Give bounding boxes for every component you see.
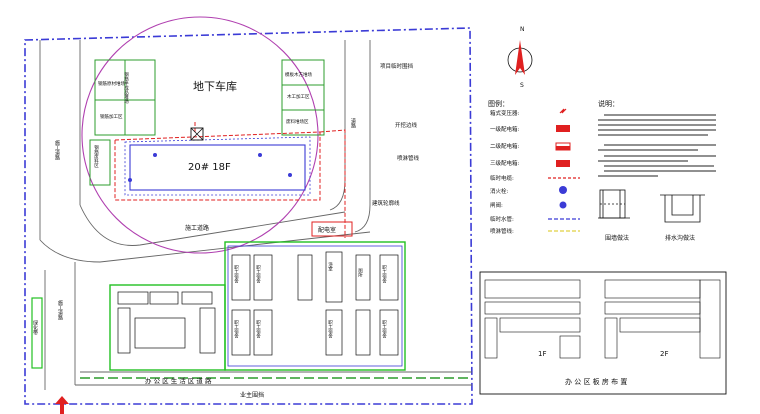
hydrant-markers [128, 153, 292, 182]
building-outline-label: 建筑轮廓线 [372, 199, 400, 207]
wood-shop-label: 木工加工区 [287, 93, 310, 100]
workshop-area-right [281, 59, 325, 136]
dorm-label-7: 职工宿舍 [328, 320, 333, 340]
legend-icons [548, 108, 580, 232]
valve-icon [559, 201, 567, 209]
drain-detail-drawing [660, 194, 705, 223]
legend-item-8: 喷淋管线: [490, 227, 514, 235]
level1-box-icon [556, 125, 570, 132]
green-belt-left [31, 297, 43, 369]
road-left2-label: 施工道路 [57, 299, 63, 321]
legend-item-2: 二级配电箱: [490, 142, 520, 150]
legend-item-6: 闸阀: [490, 201, 503, 209]
building-20-outline [129, 144, 306, 191]
living-area-fence [109, 241, 406, 371]
office-road-label: 办 公 区 生 活 区 道 路 [145, 376, 212, 385]
compass-north: N [520, 26, 525, 33]
legend-item-3: 三级配电箱: [490, 159, 520, 167]
distribution-room-label: 配电室 [318, 226, 336, 234]
owner-wall-label: 业主围挡 [240, 391, 264, 399]
dorm-label-2: 职工宿舍 [256, 265, 261, 285]
office-floor-1f: 1F [538, 350, 546, 358]
legend-item-4: 临时电缆: [490, 174, 514, 182]
dorm-blocks [117, 251, 399, 356]
building-label: 20# 18F [188, 162, 231, 173]
rebar-yard-label: 钢筋原材堆场 [98, 80, 125, 87]
legend-item-5: 消火栓: [490, 187, 509, 195]
road-left-label: 施工道路 [54, 139, 60, 161]
level2-box-fill [556, 146, 570, 150]
legend-title: 图例： [488, 99, 509, 108]
office-plan-frame [479, 271, 727, 395]
roads [39, 40, 472, 390]
dorm-label-3: 职工宿舍 [234, 320, 239, 340]
legend-item-0: 箱式变压器: [490, 109, 520, 117]
dorm-label-1: 职工宿舍 [234, 265, 239, 285]
level3-box-icon [556, 160, 570, 167]
toilet-label: 厕所 [358, 268, 363, 279]
compass-icon [507, 40, 533, 75]
workshop-area-left [89, 59, 156, 186]
road-h-label: 施工道路 [185, 224, 209, 232]
dorm-label-6: 职工宿舍 [382, 320, 387, 340]
legend-item-7: 临时水管: [490, 215, 514, 223]
office-plan-title: 办 公 区 板 房 布 置 [565, 377, 627, 386]
water-pipe-blue [124, 136, 311, 196]
road-right-label: 道路 [350, 117, 356, 129]
scrap-yard-label: 废料堆场区 [286, 118, 309, 125]
temp-cable-red [114, 120, 346, 238]
dorm-label-4: 职工宿舍 [256, 320, 261, 340]
notes-title: 说明： [598, 99, 619, 108]
distribution-room-box [311, 221, 353, 237]
compass-south: S [520, 82, 524, 89]
hydrant-icon [559, 186, 567, 194]
office-plan-rooms [484, 279, 721, 359]
fence-detail-drawing [598, 189, 630, 219]
fence-detail-label: 围墙做法 [605, 234, 629, 242]
garage-title: 地下车库 [193, 79, 237, 93]
green-belt-label: 绿化带 [32, 319, 38, 336]
entrance-arrow-icon [55, 396, 69, 414]
spray-label: 喷淋管线 [397, 154, 420, 162]
rebar-semi-label: 钢筋半成品堆场 [124, 71, 129, 105]
drain-detail-label: 排水沟做法 [665, 234, 695, 242]
tower-crane-icon [190, 127, 204, 141]
transformer-icon [559, 108, 567, 114]
dorm-label-5: 职工宿舍 [382, 265, 387, 285]
bath-label: 浴室 [328, 261, 333, 272]
site-boundary [24, 27, 473, 405]
rebar-scrap-label: 钢筋废料区 [94, 144, 99, 168]
formwork-yard-label: 模板木方堆场 [285, 71, 312, 78]
rebar-shop-label: 钢筋加工区 [100, 113, 123, 120]
temp-wall-label: 项目临时围挡 [380, 62, 414, 70]
office-floor-2f: 2F [660, 350, 668, 358]
excavation-label: 开挖边线 [395, 121, 418, 129]
legend-item-1: 一级配电箱: [490, 125, 520, 133]
